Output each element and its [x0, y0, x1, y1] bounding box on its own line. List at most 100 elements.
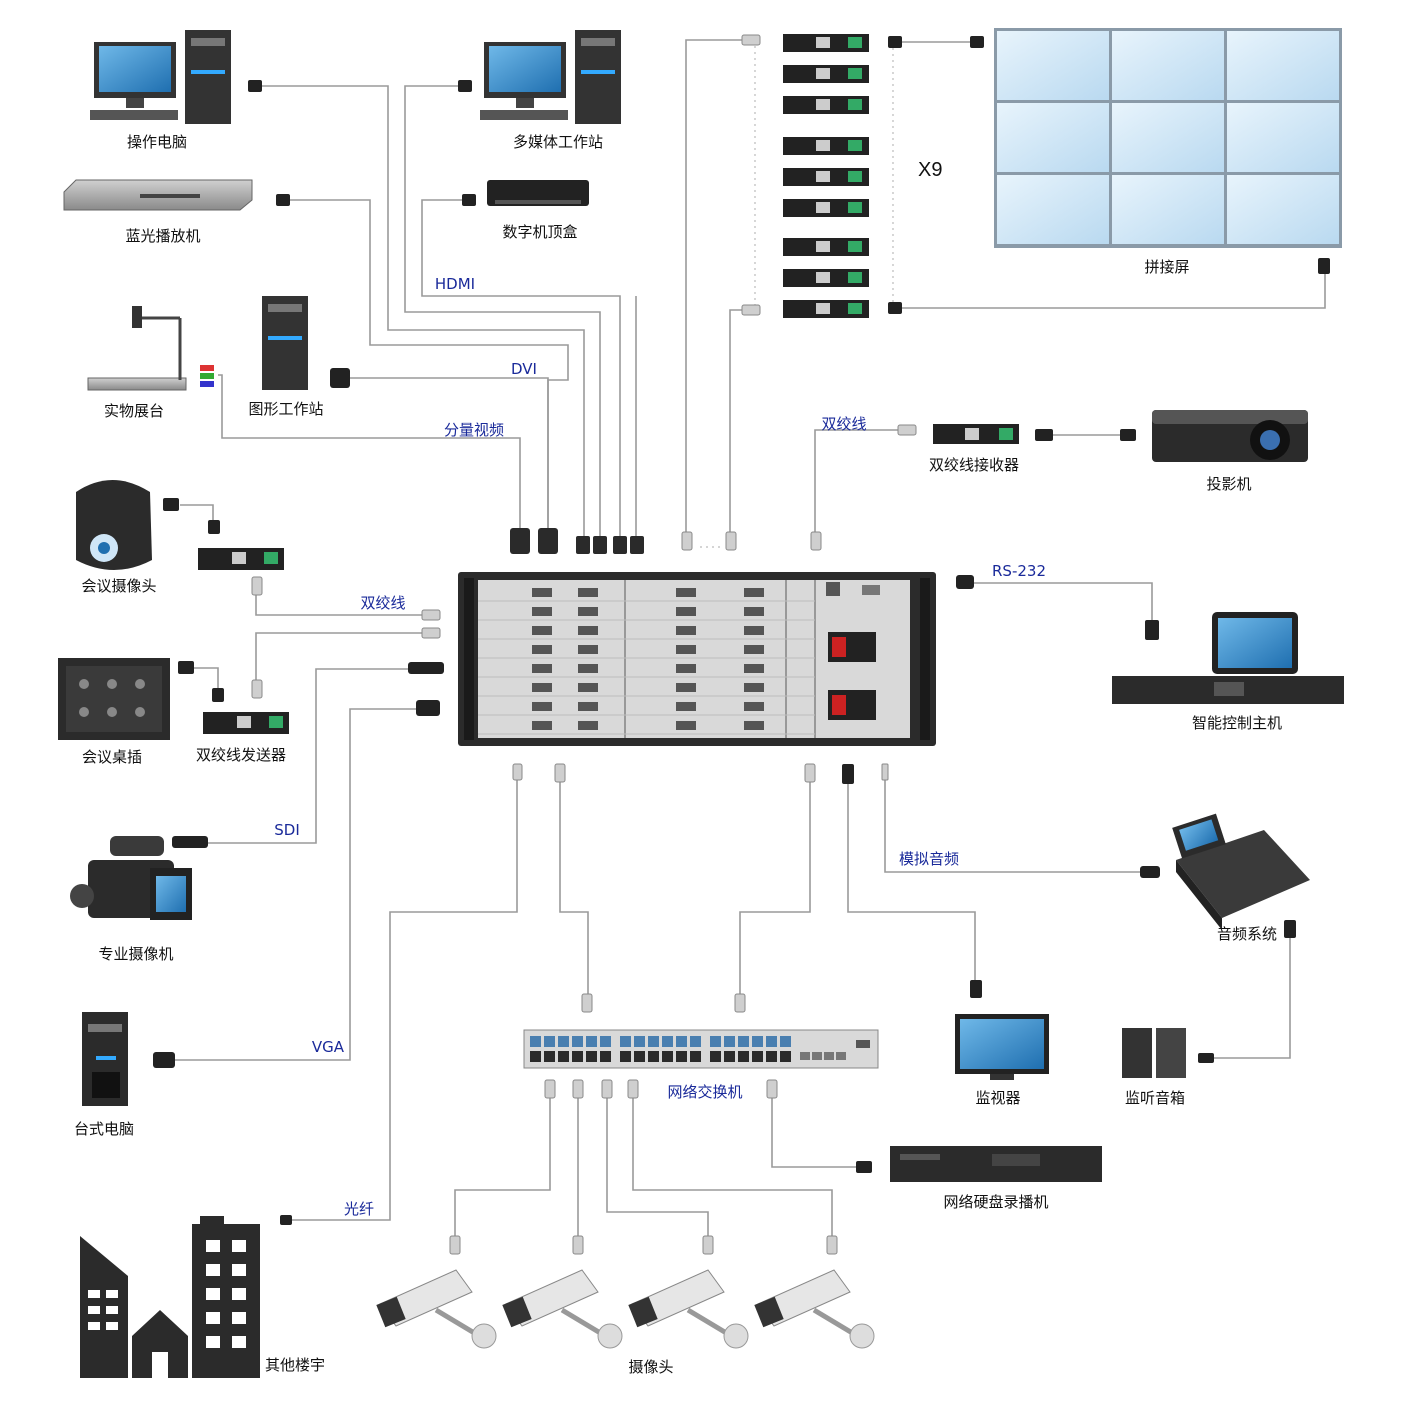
switch-port [690, 1036, 701, 1047]
link-label-tp-top: 双绞线 [821, 415, 867, 433]
switch-port [544, 1051, 555, 1062]
slot-port [578, 607, 598, 616]
receiver-terminal [848, 99, 862, 110]
switch-port [530, 1036, 541, 1047]
receiver-terminal [848, 171, 862, 182]
switch-sfp [824, 1052, 834, 1060]
link-label-hdmi: HDMI [434, 275, 476, 293]
slot-port [578, 664, 598, 673]
pro-camcorder-icon [70, 836, 192, 920]
slot-port [532, 721, 552, 730]
slot-port [676, 702, 696, 711]
label-monitor: 监视器 [975, 1089, 1021, 1107]
cctv-camera-icon [376, 1269, 497, 1349]
receiver-port [816, 171, 830, 182]
speakers-icon [1122, 1028, 1186, 1078]
wall-receivers [783, 34, 869, 318]
video-wall-tile [1227, 31, 1339, 100]
label-pro-camcorder: 专业摄像机 [98, 945, 174, 963]
receiver-port [816, 303, 830, 314]
matrix-input-plugs [510, 528, 644, 554]
cctv-camera-icon [502, 1269, 623, 1349]
label-bluray: 蓝光播放机 [125, 227, 201, 245]
label-control-host: 智能控制主机 [1191, 714, 1283, 732]
label-visualizer: 实物展台 [103, 402, 165, 420]
switch-port [544, 1036, 555, 1047]
graphics-workstation-icon [262, 296, 308, 390]
slot-port [744, 607, 764, 616]
switch-port [600, 1051, 611, 1062]
slot-port [676, 721, 696, 730]
switch-port [724, 1036, 735, 1047]
switch-port [738, 1036, 749, 1047]
slot-port [744, 645, 764, 654]
rj45-plugs [251, 34, 917, 1255]
desktop-pc-icon [82, 1012, 128, 1106]
slot-port [578, 721, 598, 730]
link-label-component: 分量视频 [443, 421, 505, 439]
switch-port [752, 1036, 763, 1047]
switch-sfp [800, 1052, 810, 1060]
video-wall-tile [997, 175, 1109, 244]
video-wall-tile [997, 103, 1109, 172]
switch-port [600, 1036, 611, 1047]
label-conf-socket: 会议桌插 [81, 748, 143, 766]
video-wall-tile [997, 31, 1109, 100]
switch-port [710, 1051, 721, 1062]
label-switch: 网络交换机 [667, 1083, 743, 1101]
link-label-analog-audio: 模拟音频 [898, 850, 960, 868]
conference-socket-icon [58, 658, 170, 740]
switch-port [690, 1051, 701, 1062]
switch-port [648, 1051, 659, 1062]
slot-port [744, 588, 764, 597]
switch-port [662, 1036, 673, 1047]
cctv-cameras [376, 1269, 875, 1349]
slot-port [744, 683, 764, 692]
link-label-fiber: 光纤 [343, 1200, 375, 1218]
slot-port [676, 664, 696, 673]
nvr-icon [890, 1146, 1102, 1182]
video-wall-tile [1112, 103, 1224, 172]
matrix-card-slots [478, 588, 815, 735]
label-nvr: 网络硬盘录播机 [943, 1193, 1049, 1211]
receiver-terminal [848, 140, 862, 151]
video-wall-tile [1112, 175, 1224, 244]
tp-transmitter-icon [203, 712, 289, 734]
slot-port [744, 664, 764, 673]
switch-port [766, 1051, 777, 1062]
switch-port [780, 1036, 791, 1047]
receiver-rails [700, 40, 894, 548]
video-wall-tile [1227, 103, 1339, 172]
receiver-port [816, 99, 830, 110]
receiver-terminal [848, 68, 862, 79]
connector-plugs [153, 36, 1330, 1225]
receiver-port [816, 272, 830, 283]
control-host-icon [1112, 612, 1344, 704]
switch-port [620, 1051, 631, 1062]
label-stb: 数字机顶盒 [502, 223, 578, 241]
link-label-sdi: SDI [274, 821, 300, 839]
slot-port [578, 702, 598, 711]
switch-port [558, 1036, 569, 1047]
label-multimedia-ws: 多媒体工作站 [512, 133, 604, 151]
receiver-port [816, 202, 830, 213]
operator-pc-icon [90, 30, 231, 124]
receiver-port [816, 241, 830, 252]
projector-icon [1152, 410, 1308, 462]
video-wall-tile [1227, 175, 1339, 244]
switch-port [780, 1051, 791, 1062]
switch-port [648, 1036, 659, 1047]
slot-port [676, 607, 696, 616]
label-op-pc: 操作电脑 [126, 133, 188, 151]
multimedia-workstation-icon [480, 30, 621, 124]
slot-port [676, 626, 696, 635]
bluray-player-icon [63, 179, 253, 211]
slot-port [578, 626, 598, 635]
switch-port [662, 1051, 673, 1062]
switch-port [586, 1051, 597, 1062]
network-switch-icon [523, 1029, 879, 1069]
conference-camera-icon [76, 480, 152, 570]
receiver-port [816, 140, 830, 151]
